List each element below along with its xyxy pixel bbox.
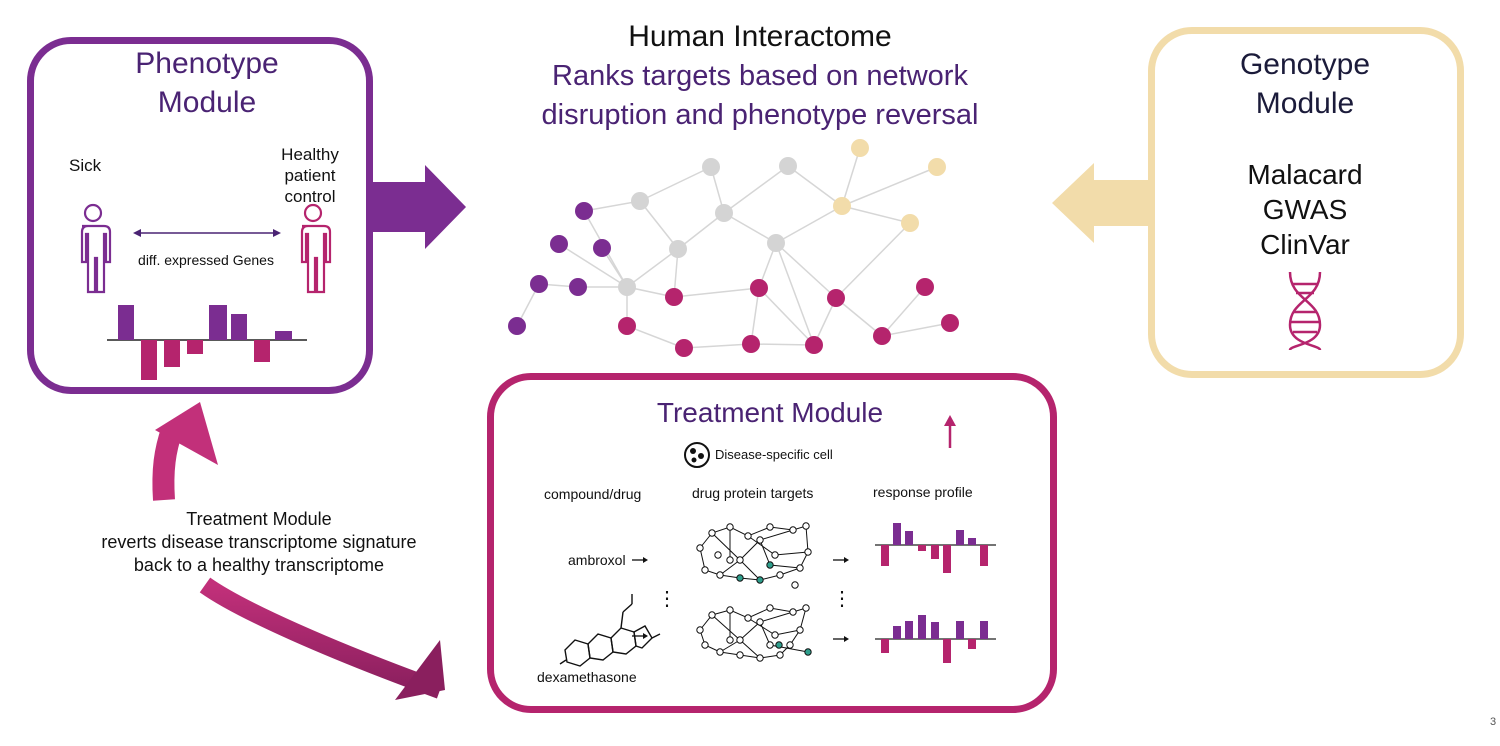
interactome-subtitle-1: Ranks targets based on network — [552, 60, 968, 92]
phenotype-title-2: Module — [157, 86, 257, 119]
phenotype-to-interactome-arrow — [373, 165, 466, 249]
diff-expressed-label: diff. expressed Genes — [138, 252, 274, 268]
healthy-label-3: control — [284, 187, 336, 206]
magenta-node — [916, 278, 934, 296]
gray-node — [618, 278, 636, 296]
gray-node — [767, 234, 785, 252]
magenta-node — [805, 336, 823, 354]
genotype-title-1: Genotype — [1239, 48, 1371, 81]
gray-node — [779, 157, 797, 175]
gold-node — [833, 197, 851, 215]
genotype-title-2: Module — [1255, 87, 1355, 120]
feedback-caption-2: reverts disease transcriptome signature — [101, 532, 417, 552]
genotype-to-interactome-arrow — [1052, 163, 1148, 243]
vertical-dots-targets: ⋮ — [657, 588, 677, 610]
col-response-label: response profile — [873, 484, 973, 500]
gray-node — [631, 192, 649, 210]
gray-node — [702, 158, 720, 176]
gray-node — [669, 240, 687, 258]
healthy-label-2: patient — [284, 166, 336, 185]
drug-dexamethasone: dexamethasone — [537, 669, 637, 685]
magenta-node — [827, 289, 845, 307]
magenta-node — [665, 288, 683, 306]
gray-node — [715, 204, 733, 222]
treatment-title: Treatment Module — [656, 397, 884, 428]
gold-node — [928, 158, 946, 176]
healthy-label-1: Healthy — [281, 145, 339, 164]
magenta-node — [675, 339, 693, 357]
interactome-subtitle-2: disruption and phenotype reversal — [541, 99, 979, 131]
feedback-caption-3: back to a healthy transcriptome — [133, 555, 385, 575]
feedback-caption-1: Treatment Module — [186, 509, 332, 529]
interactome-title: Human Interactome — [628, 20, 892, 53]
vertical-dots-response: ⋮ — [832, 588, 852, 610]
gold-node — [901, 214, 919, 232]
gold-node — [851, 139, 869, 157]
purple-node — [550, 235, 568, 253]
interactome-edges — [516, 147, 951, 349]
magenta-node — [742, 335, 760, 353]
purple-node — [569, 278, 587, 296]
purple-node — [593, 239, 611, 257]
magenta-node — [618, 317, 636, 335]
magenta-node — [750, 279, 768, 297]
magenta-node — [873, 327, 891, 345]
genotype-source-malacard: Malacard — [1247, 159, 1363, 190]
genotype-source-clinvar: ClinVar — [1260, 229, 1350, 260]
purple-node — [575, 202, 593, 220]
col-compound-label: compound/drug — [544, 486, 642, 502]
purple-node — [508, 317, 526, 335]
sick-label: Sick — [69, 156, 102, 175]
purple-node — [530, 275, 548, 293]
interactome-nodes — [508, 139, 959, 357]
page-number: 3 — [1490, 716, 1497, 728]
drug-ambroxol: ambroxol — [568, 552, 626, 568]
feedback-curved-arrow — [152, 402, 445, 700]
genotype-source-gwas: GWAS — [1262, 194, 1348, 225]
phenotype-title-1: Phenotype — [135, 47, 279, 80]
col-targets-label: drug protein targets — [692, 485, 814, 501]
cell-label: Disease-specific cell — [715, 447, 833, 462]
magenta-node — [941, 314, 959, 332]
